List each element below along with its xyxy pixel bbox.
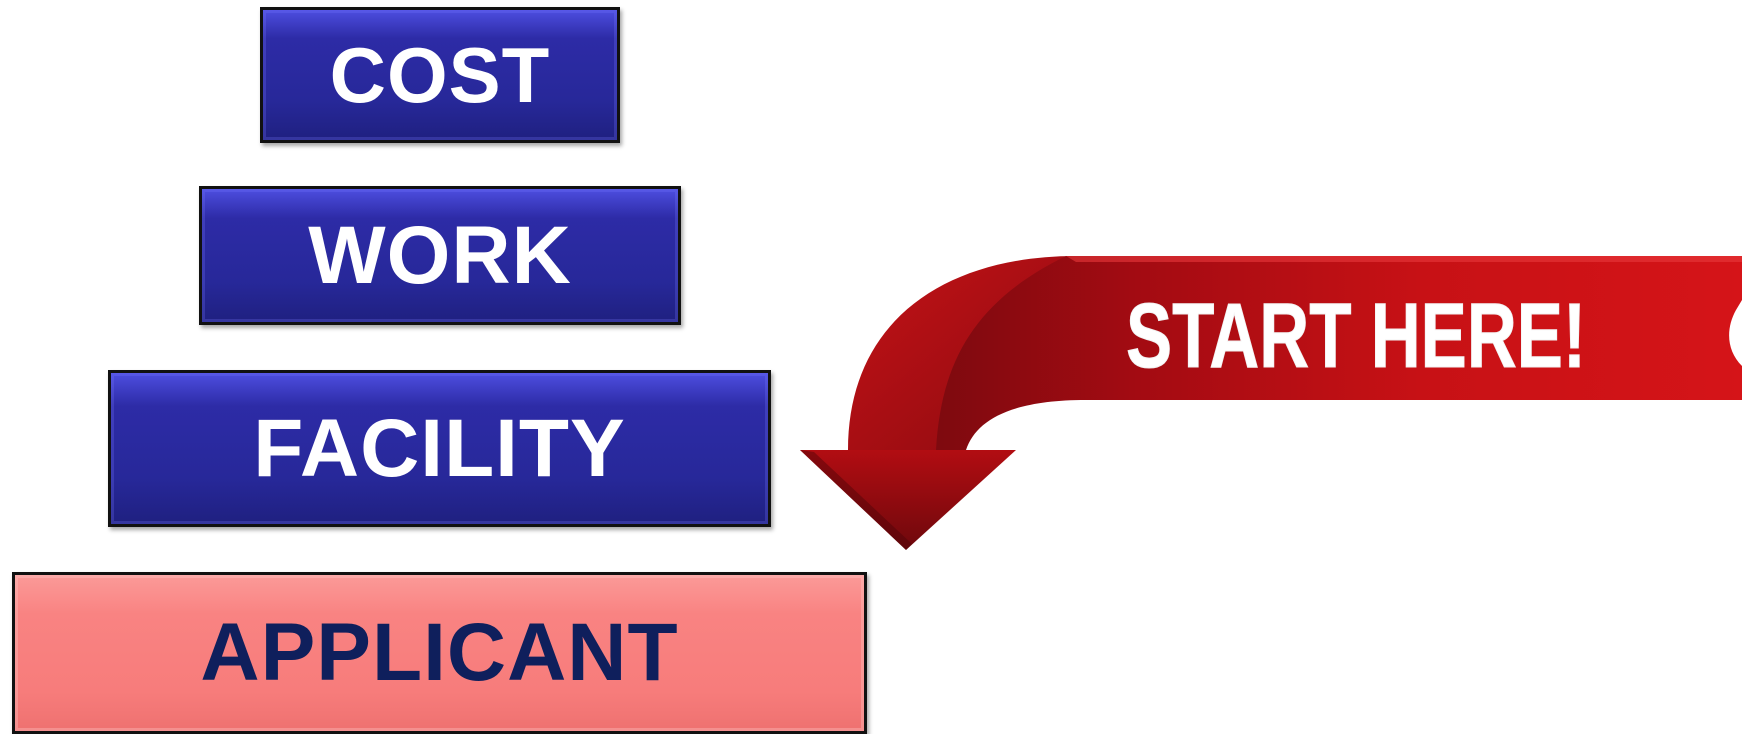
start-here-label: START HERE! — [1126, 285, 1586, 387]
tier-work: WORK — [199, 186, 681, 325]
tier-facility: FACILITY — [108, 370, 771, 527]
tier-applicant: APPLICANT — [12, 572, 867, 734]
arrow-head — [800, 450, 1016, 550]
tier-work-label: WORK — [308, 209, 572, 301]
banner-band — [936, 256, 1742, 450]
tier-cost: COST — [260, 7, 620, 143]
tier-cost-label: COST — [329, 31, 551, 119]
tier-applicant-label: APPLICANT — [200, 607, 679, 698]
start-here-arrow: START HERE! — [800, 256, 1742, 550]
tier-facility-label: FACILITY — [253, 402, 626, 494]
